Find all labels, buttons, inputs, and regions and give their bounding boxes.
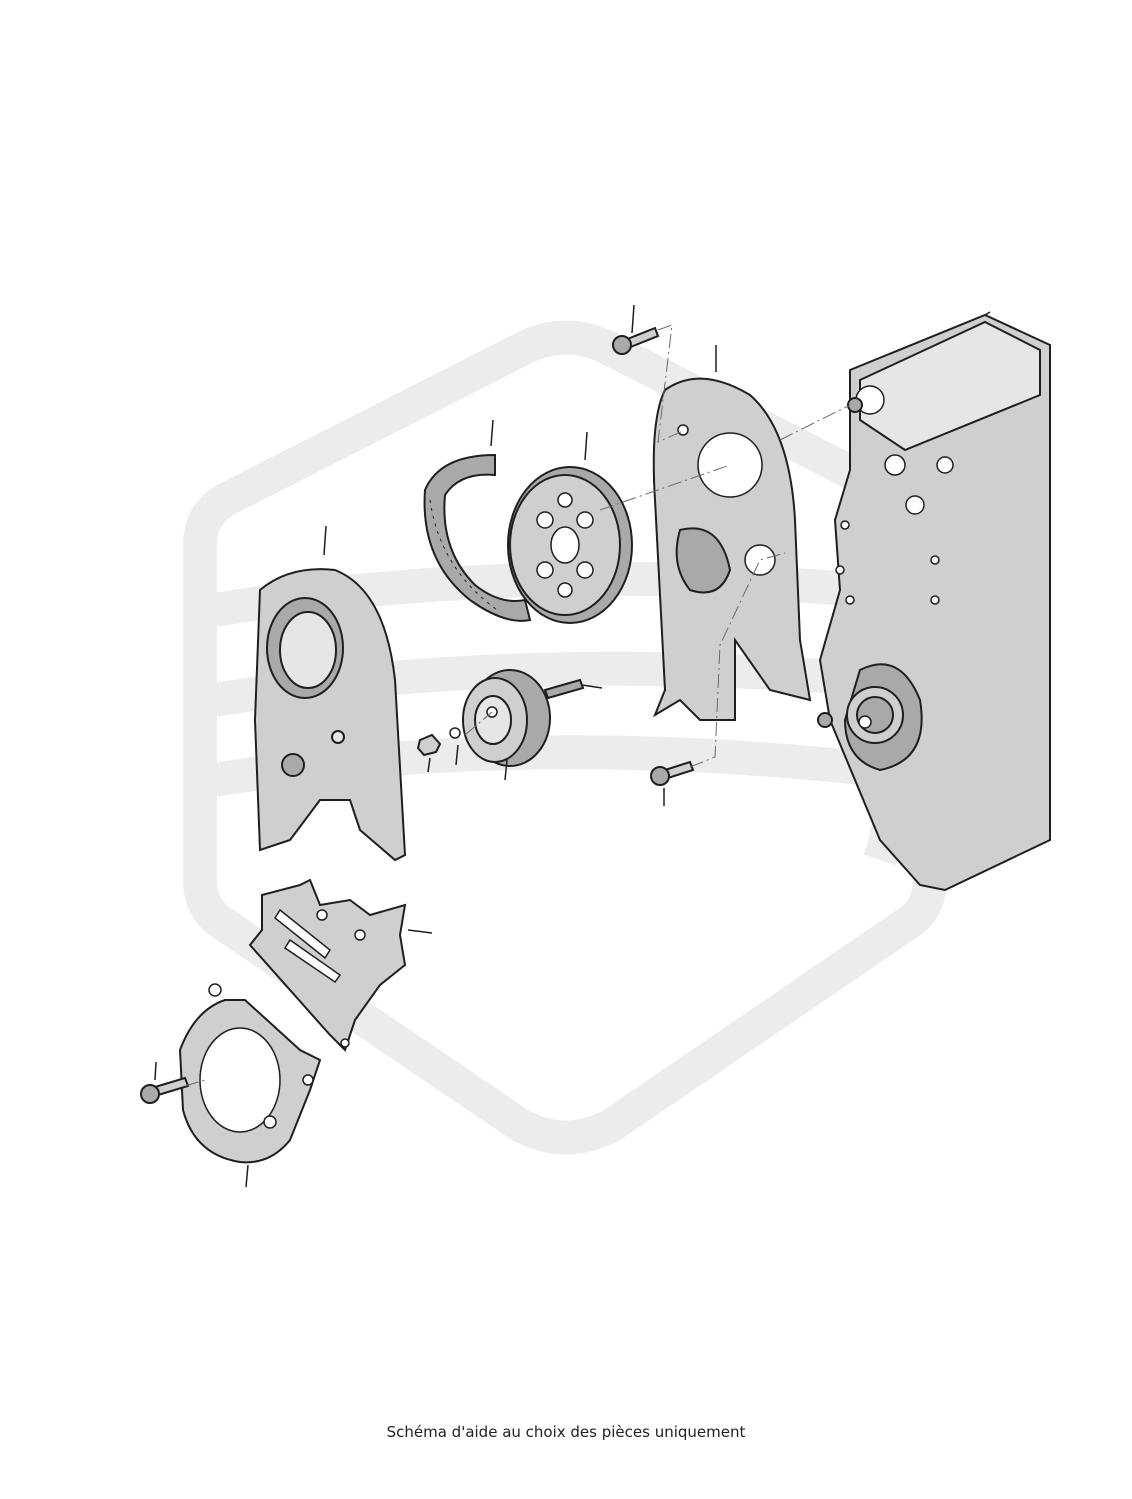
timing-belt[interactable]	[423, 453, 532, 622]
assembly-guide-lines	[184, 324, 851, 1087]
camshaft-sprocket[interactable]	[507, 466, 633, 624]
engine-block[interactable]	[817, 313, 1051, 892]
tensioner-pulley[interactable]	[462, 669, 551, 767]
diagram-caption: Schéma d'aide au choix des pièces unique…	[386, 1423, 746, 1441]
bolt-bottom[interactable]	[140, 1076, 190, 1104]
crankshaft-gear	[846, 686, 904, 744]
rear-timing-belt-cover[interactable]	[652, 377, 812, 721]
stud[interactable]	[543, 678, 585, 700]
washer[interactable]	[449, 727, 461, 739]
lower-timing-belt-cover[interactable]	[248, 878, 407, 1052]
bolt-middle[interactable]	[650, 760, 695, 786]
nut[interactable]	[416, 733, 442, 757]
bolt-top[interactable]	[612, 326, 660, 355]
upper-timing-belt-cover[interactable]	[253, 568, 407, 862]
crankshaft-pulley-cover[interactable]	[178, 983, 322, 1164]
